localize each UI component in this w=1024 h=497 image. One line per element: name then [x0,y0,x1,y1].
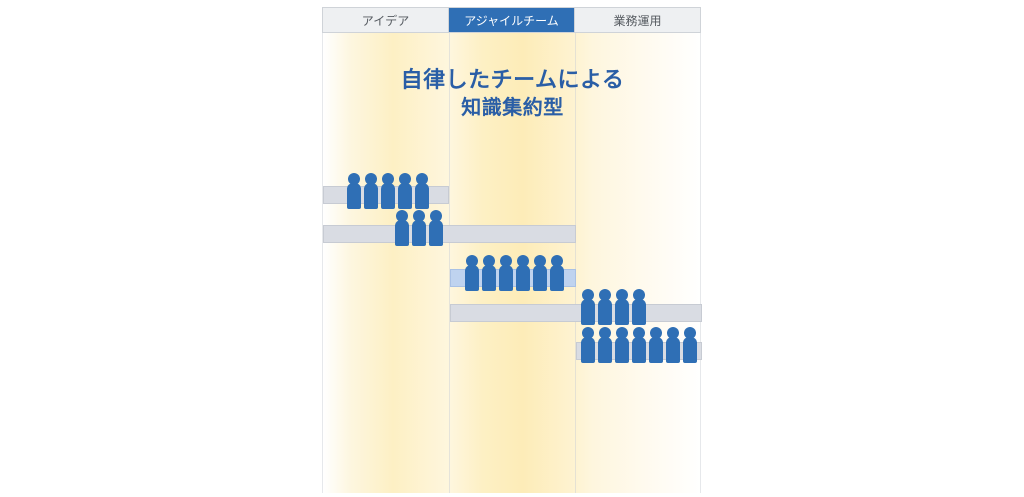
person-body [482,265,496,291]
person-head [365,173,377,185]
person-body [683,337,697,363]
person-body [598,337,612,363]
person-icon [516,255,530,291]
person-head [483,255,495,267]
person-head [500,255,512,267]
person-icon [632,327,646,363]
person-body [550,265,564,291]
person-head [466,255,478,267]
person-icon [649,327,663,363]
person-body [429,220,443,246]
person-icon [581,327,595,363]
person-head [684,327,696,339]
person-body [632,299,646,325]
tab-idea[interactable]: アイデア [323,8,449,32]
column-divider [575,33,576,493]
person-body [465,265,479,291]
person-body [412,220,426,246]
person-body [632,337,646,363]
diagram-title: 自律したチームによる [400,68,625,93]
person-head [582,327,594,339]
person-body [415,183,429,209]
person-body [533,265,547,291]
person-body [398,183,412,209]
person-icon [415,173,429,209]
person-head [517,255,529,267]
person-icon [395,210,409,246]
person-icon [429,210,443,246]
person-icon [615,327,629,363]
person-icon [550,255,564,291]
person-icon [398,173,412,209]
person-head [667,327,679,339]
person-head [551,255,563,267]
person-head [599,289,611,301]
person-body [364,183,378,209]
person-icon [598,289,612,325]
agile-team-diagram: アイデア アジャイルチーム 業務運用 自律したチームによる 知識集約型 [322,7,702,493]
person-head [348,173,360,185]
team-4-bar [450,304,702,322]
person-head [650,327,662,339]
tab-operations[interactable]: 業務運用 [613,13,662,28]
person-icon [499,255,513,291]
person-icon [347,173,361,209]
person-icon [381,173,395,209]
person-body [666,337,680,363]
person-body [598,299,612,325]
phase-tabs: アイデア アジャイルチーム 業務運用 [322,7,701,33]
person-icon [412,210,426,246]
person-body [615,337,629,363]
person-head [534,255,546,267]
person-body [395,220,409,246]
diagram-canvas: 自律したチームによる 知識集約型 [322,33,702,493]
person-body [615,299,629,325]
person-head [382,173,394,185]
person-icon [598,327,612,363]
person-icon [364,173,378,209]
person-body [649,337,663,363]
team-2-bar [323,225,576,243]
person-body [581,337,595,363]
person-icon [465,255,479,291]
person-head [633,289,645,301]
person-head [616,327,628,339]
person-icon [632,289,646,325]
person-head [616,289,628,301]
person-body [381,183,395,209]
person-body [347,183,361,209]
column-divider [449,33,450,493]
person-head [416,173,428,185]
person-head [399,173,411,185]
person-body [499,265,513,291]
diagram-subtitle: 知識集約型 [461,95,564,119]
person-head [430,210,442,222]
person-head [599,327,611,339]
tab-agile-team[interactable]: アジャイルチーム [449,8,575,32]
person-icon [615,289,629,325]
person-head [413,210,425,222]
person-icon [482,255,496,291]
person-head [633,327,645,339]
person-head [396,210,408,222]
person-body [581,299,595,325]
person-icon [581,289,595,325]
person-head [582,289,594,301]
person-icon [683,327,697,363]
person-icon [533,255,547,291]
person-body [516,265,530,291]
person-icon [666,327,680,363]
